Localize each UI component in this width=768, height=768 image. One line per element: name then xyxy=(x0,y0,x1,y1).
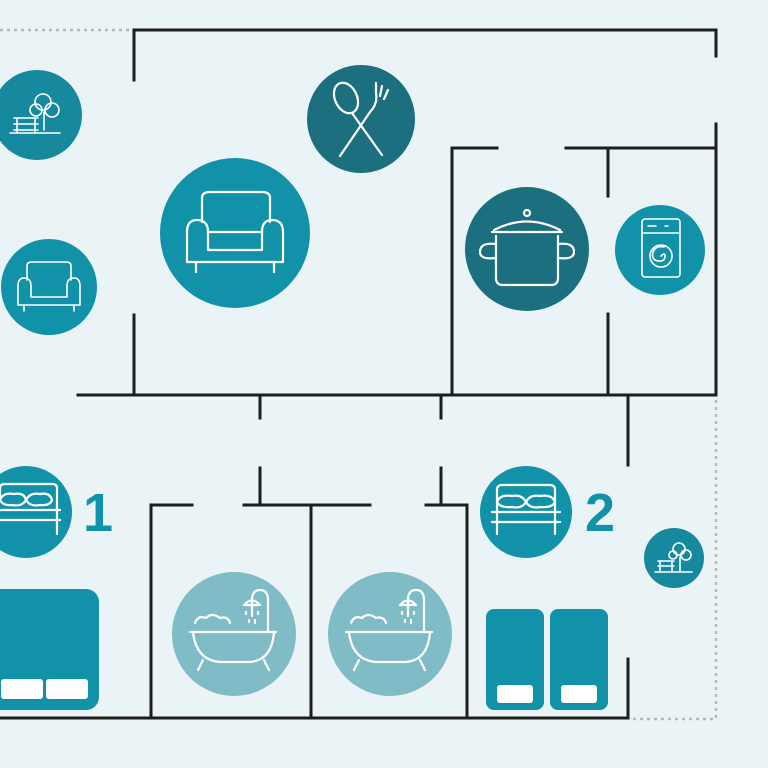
twin-bed-right xyxy=(550,609,608,710)
twin-beds xyxy=(486,609,608,710)
bathtub-shower-icon xyxy=(344,588,434,672)
washing-machine-icon xyxy=(641,218,681,278)
bathroom-1 xyxy=(172,572,296,696)
twin-bed-right-pillow xyxy=(561,685,597,703)
wall-bath-1-left xyxy=(149,503,194,719)
bathtub-shower-icon xyxy=(188,588,278,672)
spoon-fork-icon xyxy=(332,81,390,158)
bedroom-1: 1 xyxy=(0,466,113,710)
room-number-1: 1 xyxy=(83,483,113,543)
garden-top xyxy=(0,70,82,160)
bed-icon xyxy=(490,483,562,536)
garden-right xyxy=(644,528,704,588)
dining xyxy=(307,65,415,173)
kitchen xyxy=(465,187,589,311)
room-number-2: 2 xyxy=(585,483,615,543)
walls xyxy=(0,28,718,721)
wall-top xyxy=(132,28,718,82)
pillow-right xyxy=(46,679,88,699)
wall-bottom xyxy=(0,657,630,720)
armchair-icon xyxy=(17,261,81,312)
bathroom-2 xyxy=(328,572,452,696)
pillow-left xyxy=(1,679,43,699)
wall-kitchen-top-left xyxy=(450,146,499,397)
living-room xyxy=(160,158,310,308)
cooking-pot-icon xyxy=(478,208,576,287)
armchair-icon xyxy=(185,190,285,274)
double-bed xyxy=(0,589,99,710)
laundry xyxy=(615,205,705,295)
twin-bed-left xyxy=(486,609,544,710)
bed-icon xyxy=(0,482,62,536)
twin-bed-left-pillow xyxy=(497,685,533,703)
tree-bench-icon xyxy=(9,93,61,134)
small-lounge xyxy=(1,239,97,335)
bedroom-2: 2 xyxy=(480,466,615,710)
tree-bench-icon xyxy=(654,542,693,573)
dotted-boundary-right xyxy=(632,400,718,721)
